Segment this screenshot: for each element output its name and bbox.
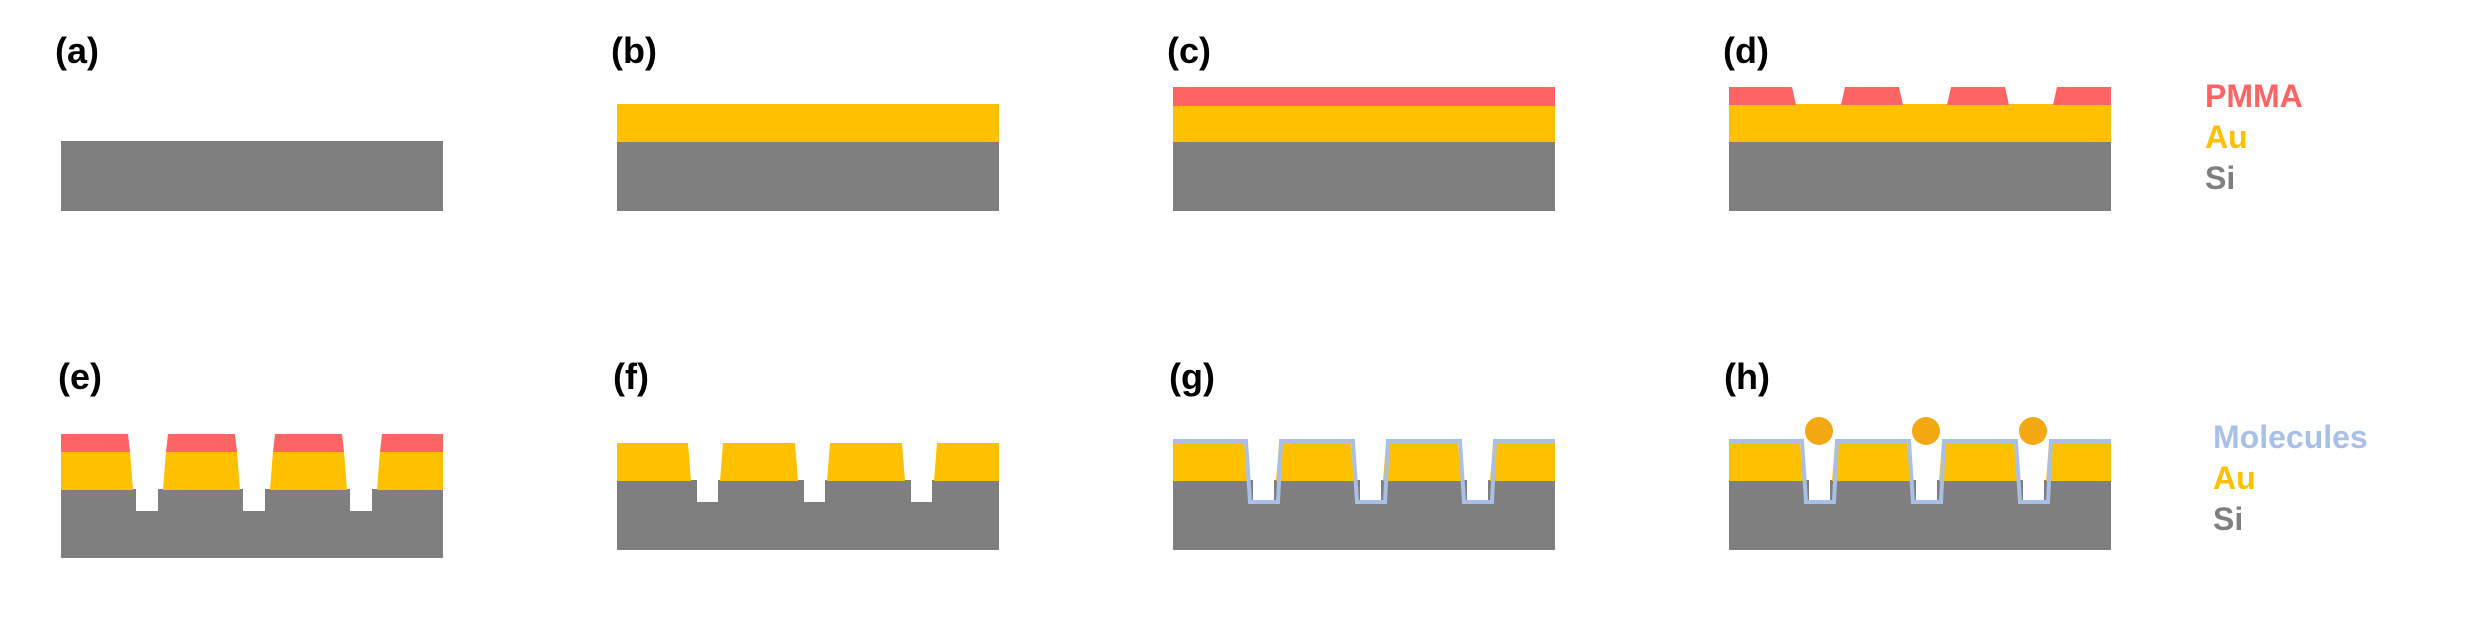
legend-au-label: Au — [2205, 119, 2248, 155]
legend-molecules-label: Molecules — [2213, 419, 2368, 455]
si-substrate — [1173, 480, 1555, 550]
panel-e — [61, 434, 443, 558]
au-layer — [617, 104, 999, 142]
si-substrate — [617, 141, 999, 211]
au-segment — [934, 443, 999, 481]
panel-f — [617, 443, 999, 550]
au-segment — [1490, 443, 1555, 481]
au-segment — [1939, 443, 2017, 481]
si-substrate — [617, 480, 999, 550]
si-substrate — [1729, 480, 2111, 550]
panel-label-f: (f) — [613, 356, 649, 397]
panel-label-c: (c) — [1167, 30, 1211, 71]
panel-label-h: (h) — [1724, 356, 1770, 397]
au-nanoparticle — [1912, 417, 1940, 445]
au-segment — [377, 451, 443, 490]
panel-c — [1173, 87, 1555, 211]
legend-top: PMMA Au Si — [2205, 78, 2303, 196]
panel-h — [1729, 417, 2111, 550]
legend-si-label: Si — [2213, 501, 2243, 537]
panel-label-d: (d) — [1723, 30, 1769, 71]
molecule-layer — [1173, 439, 1555, 504]
pmma-segment — [1841, 87, 1903, 105]
au-segment — [617, 443, 691, 481]
au-segment — [1383, 443, 1461, 481]
au-segment — [827, 443, 905, 481]
panel-label-a: (a) — [55, 30, 99, 71]
legend-au-label: Au — [2213, 460, 2256, 496]
si-substrate — [1173, 141, 1555, 211]
panel-g — [1173, 439, 1555, 550]
pmma-segment — [61, 434, 130, 452]
panel-d — [1729, 87, 2111, 211]
legend-si-label: Si — [2205, 160, 2235, 196]
au-segment — [720, 443, 798, 481]
panel-label-g: (g) — [1169, 356, 1215, 397]
pmma-segment — [2053, 87, 2111, 105]
au-nanoparticle — [2019, 417, 2047, 445]
au-segment — [2046, 443, 2111, 481]
legend-pmma-label: PMMA — [2205, 78, 2303, 114]
panel-label-b: (b) — [611, 30, 657, 71]
au-nanoparticle — [1805, 417, 1833, 445]
si-substrate — [1729, 141, 2111, 211]
pmma-segment — [380, 434, 443, 452]
au-segment — [1729, 443, 1803, 481]
au-layer — [1729, 104, 2111, 142]
pmma-segment — [166, 434, 237, 452]
si-substrate — [61, 141, 443, 211]
au-segment — [1276, 443, 1354, 481]
panel-a — [61, 141, 443, 211]
panel-b — [617, 104, 999, 211]
pmma-segment — [1729, 87, 1796, 105]
au-layer — [1173, 105, 1555, 142]
pmma-segment — [1947, 87, 2009, 105]
si-substrate — [61, 489, 443, 558]
au-segment — [163, 451, 240, 490]
pmma-layer — [1173, 87, 1555, 106]
au-segment — [1173, 443, 1247, 481]
au-segment — [1832, 443, 1910, 481]
au-segment — [270, 451, 347, 490]
legend-bottom: Molecules Au Si — [2213, 419, 2368, 537]
au-segment — [61, 451, 133, 490]
molecule-layer — [1729, 439, 2111, 504]
pmma-segment — [273, 434, 344, 452]
panel-label-e: (e) — [58, 356, 102, 397]
